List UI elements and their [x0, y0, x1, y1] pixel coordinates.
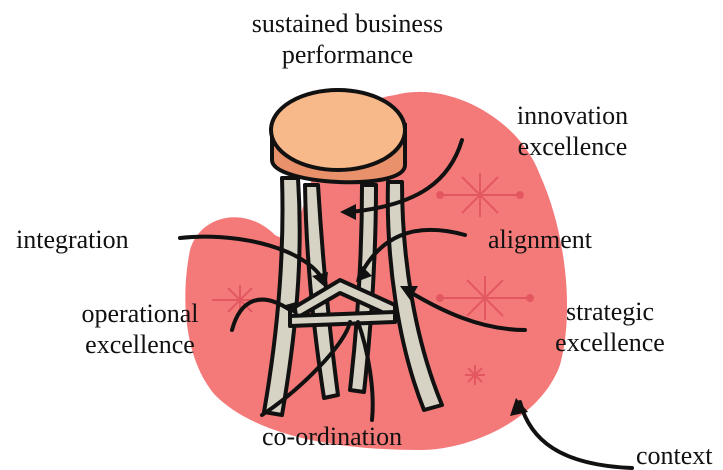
- label-innovation-line1: innovation: [500, 100, 645, 131]
- label-sustained-business-performance: sustained business performance: [225, 8, 470, 70]
- stool-seat: [271, 90, 405, 182]
- label-innovation-excellence: innovation excellence: [500, 100, 645, 162]
- label-operational-line2: excellence: [65, 329, 215, 360]
- label-operational-excellence: operational excellence: [65, 298, 215, 360]
- stool-stretcher-front: [290, 312, 395, 326]
- label-top-line2: performance: [225, 39, 470, 70]
- label-co-ordination: co-ordination: [262, 421, 402, 452]
- label-strategic-line1: strategic: [540, 296, 680, 327]
- label-strategic-line2: excellence: [540, 327, 680, 358]
- label-context: context: [636, 440, 713, 470]
- label-alignment: alignment: [488, 224, 592, 255]
- label-innovation-line2: excellence: [500, 131, 645, 162]
- label-strategic-excellence: strategic excellence: [540, 296, 680, 358]
- label-operational-line1: operational: [65, 298, 215, 329]
- arrow-context: [520, 402, 632, 468]
- label-top-line1: sustained business: [225, 8, 470, 39]
- label-integration: integration: [16, 224, 129, 255]
